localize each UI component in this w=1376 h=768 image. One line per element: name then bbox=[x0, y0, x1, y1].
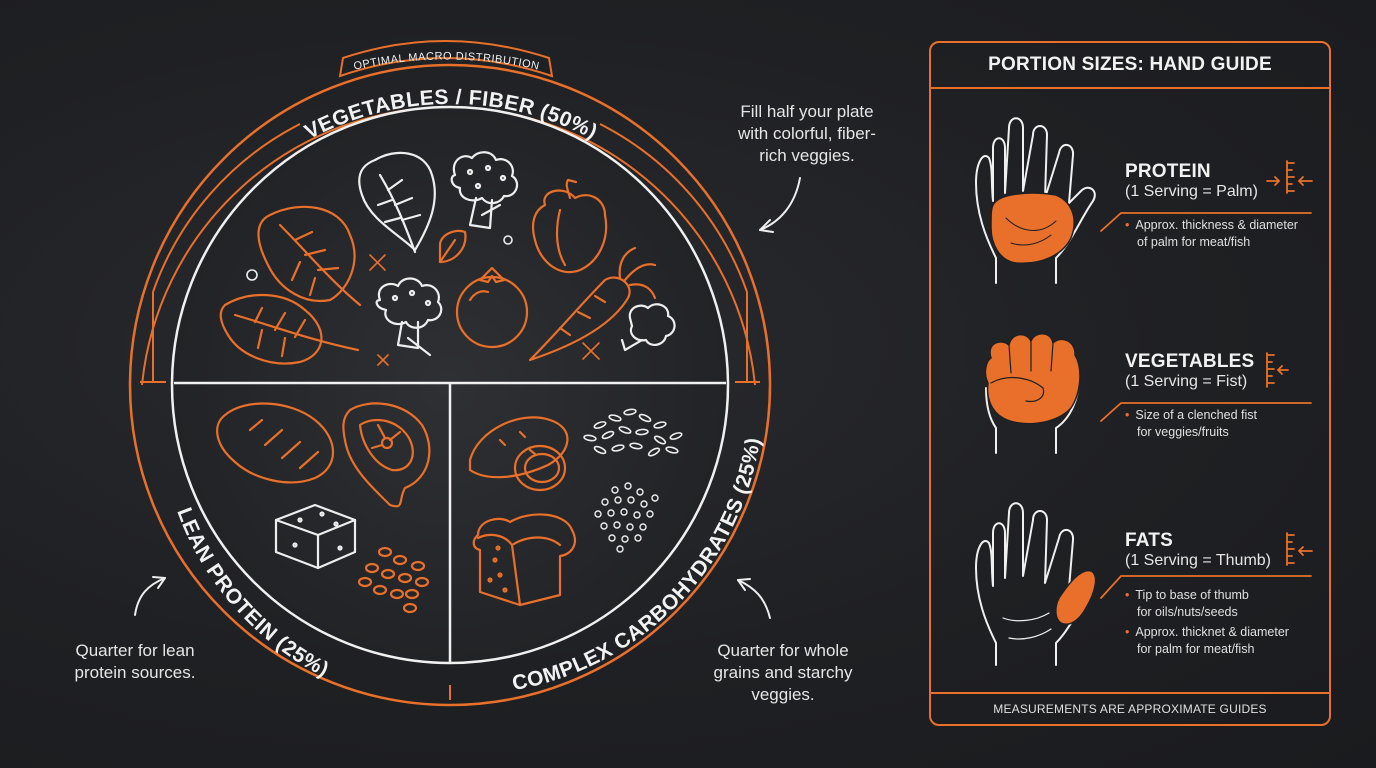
note-line: rich veggies. bbox=[759, 146, 855, 165]
kale-icon bbox=[358, 151, 436, 254]
bullet-dot: • bbox=[1125, 625, 1130, 639]
carbs-note: Quarter for whole grains and starchy veg… bbox=[692, 640, 874, 706]
chicken-breast-icon bbox=[216, 402, 335, 484]
hand-guide-panel: PORTION SIZES: HAND GUIDE bbox=[929, 41, 1331, 726]
broccoli-icon bbox=[375, 277, 443, 357]
sweet-potato-icon bbox=[468, 416, 569, 492]
tomato-icon bbox=[455, 266, 529, 349]
quinoa-icon bbox=[594, 482, 659, 553]
bullet-text: of palm for meat/fish bbox=[1137, 235, 1251, 249]
bullet-dot: • bbox=[1125, 588, 1130, 602]
vegetables-bullet: • Size of a clenched fist for veggies/fru… bbox=[1125, 407, 1257, 441]
hand-illustrations bbox=[975, 117, 1313, 666]
note-line: Fill half your plate bbox=[740, 102, 874, 121]
fats-title: FATS bbox=[1125, 530, 1173, 551]
note-line: grains and starchy bbox=[713, 663, 853, 682]
protein-title: PROTEIN bbox=[1125, 161, 1211, 182]
protein-subtitle: (1 Serving = Palm) bbox=[1125, 183, 1258, 200]
lettuce-leaf-icon bbox=[219, 293, 360, 365]
protein-note: Quarter for lean protein sources. bbox=[52, 640, 218, 684]
carrot-icon bbox=[528, 246, 657, 362]
bullet-dot: • bbox=[1125, 218, 1130, 232]
bell-pepper-icon bbox=[531, 178, 608, 274]
vegetables-subtitle: (1 Serving = Fist) bbox=[1125, 373, 1248, 390]
fist-icon bbox=[984, 333, 1081, 454]
bullet-text: Approx. thickness & diameter bbox=[1135, 218, 1298, 232]
note-line: veggies. bbox=[751, 685, 815, 704]
rice-grains-icon bbox=[583, 408, 683, 457]
vegetables-title: VEGETABLES bbox=[1125, 351, 1255, 372]
bullet-text: Approx. thicknet & diameter bbox=[1135, 625, 1289, 639]
panel-footer: MEASUREMENTS ARE APPROXIMATE GUIDES bbox=[931, 692, 1329, 724]
plate-diagram: OPTIMAL MACRO DISTRIBUTION VEGETABLES / … bbox=[128, 40, 801, 707]
fats-bullet: • Tip to base of thumb for oils/nuts/seed… bbox=[1125, 587, 1249, 621]
note-line: Quarter for lean bbox=[75, 641, 195, 660]
bullet-text: for veggies/fruits bbox=[1137, 425, 1229, 439]
note-line: Quarter for whole bbox=[717, 641, 849, 660]
broccoli-icon bbox=[450, 151, 519, 230]
tofu-icon bbox=[274, 503, 357, 570]
fats-bullet: • Approx. thicknet & diameter for palm fo… bbox=[1125, 624, 1289, 658]
bullet-dot: • bbox=[1125, 408, 1130, 422]
beans-icon bbox=[357, 546, 430, 614]
sparkle-icon bbox=[246, 235, 600, 366]
macro-badge: OPTIMAL MACRO DISTRIBUTION bbox=[338, 40, 554, 78]
bullet-text: for oils/nuts/seeds bbox=[1137, 605, 1238, 619]
vegetables-note: Fill half your plate with colorful, fibe… bbox=[712, 101, 902, 167]
bullet-text: Tip to base of thumb bbox=[1135, 588, 1249, 602]
spinach-leaf-icon bbox=[257, 205, 362, 307]
fats-subtitle: (1 Serving = Thumb) bbox=[1125, 552, 1271, 569]
bread-loaf-icon bbox=[472, 513, 576, 607]
note-line: with colorful, fiber- bbox=[738, 124, 876, 143]
protein-bullet: • Approx. thickness & diameter of palm fo… bbox=[1125, 217, 1298, 251]
salmon-steak-icon bbox=[342, 402, 431, 508]
thumb-hand-icon bbox=[975, 502, 1097, 666]
herb-leaf-icon bbox=[438, 229, 467, 264]
note-arrows bbox=[134, 177, 801, 619]
bullet-text: Size of a clenched fist bbox=[1135, 408, 1257, 422]
palm-hand-icon bbox=[975, 117, 1096, 284]
broccoli-icon bbox=[620, 303, 676, 352]
bullet-text: for palm for meat/fish bbox=[1137, 642, 1255, 656]
note-line: protein sources. bbox=[74, 663, 196, 682]
panel-title: PORTION SIZES: HAND GUIDE bbox=[931, 43, 1329, 89]
ruler-icon bbox=[1100, 160, 1313, 599]
